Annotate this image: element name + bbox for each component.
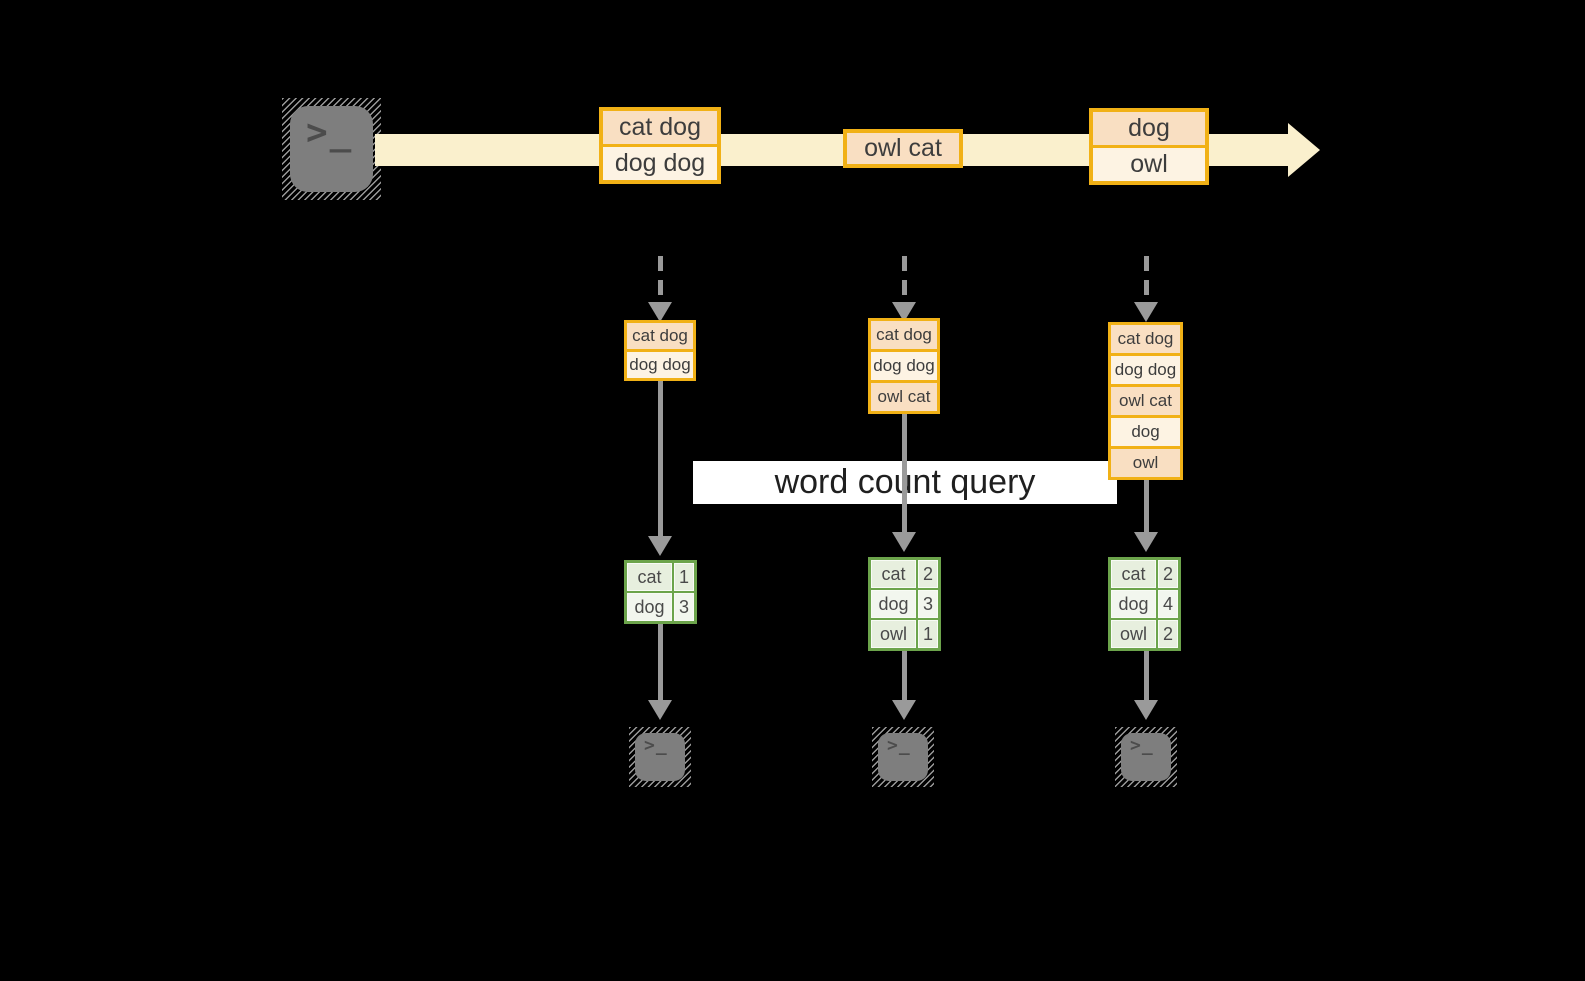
output-arrowhead-1 [648,700,672,720]
record-log-2: cat dog dog dog owl cat [868,318,940,414]
count-cell: 3 [918,590,938,618]
output-arrowhead-3 [1134,700,1158,720]
output-arrowhead-2 [892,700,916,720]
output-arrow-1 [658,624,663,702]
source-terminal-icon: >_ [282,98,381,200]
count-cell: 2 [918,560,938,588]
record-row: owl cat [847,133,959,164]
stream-arrowhead [1288,123,1320,177]
count-cell: 1 [674,563,694,591]
log-row: dog dog [1111,353,1180,384]
record-log-3: cat dog dog dog owl cat dog owl [1108,322,1183,480]
log-row: owl cat [871,380,937,411]
record-row: dog [1093,112,1205,145]
count-table-3: cat 2 dog 4 owl 2 [1108,557,1181,651]
log-row: owl [1111,446,1180,477]
terminal-screen: >_ [1121,733,1171,781]
count-table-1: cat 1 dog 3 [624,560,697,624]
terminal-prompt-glyph: >_ [1130,735,1154,756]
terminal-screen: >_ [878,733,928,781]
count-cell: 2 [1158,620,1178,648]
dashed-arrowhead-3 [1134,302,1158,322]
output-arrow-2 [902,651,907,702]
log-row: dog dog [871,349,937,380]
count-table-2: cat 2 dog 3 owl 1 [868,557,941,651]
log-row: owl cat [1111,384,1180,415]
output-terminal-icon-1: >_ [629,727,691,787]
word-cell: cat [627,563,672,591]
word-cell: dog [871,590,916,618]
stream-record-3: dog owl [1089,108,1209,185]
count-cell: 1 [918,620,938,648]
log-row: dog dog [627,349,693,378]
log-row: cat dog [627,323,693,349]
log-row: cat dog [1111,325,1180,353]
dashed-arrow-3 [1144,256,1149,302]
log-row: cat dog [871,321,937,349]
word-cell: owl [871,620,916,648]
flow-arrowhead-1 [648,536,672,556]
terminal-prompt-glyph: >_ [306,112,354,153]
flow-arrow-2 [902,412,907,534]
count-cell: 2 [1158,560,1178,588]
word-cell: dog [1111,590,1156,618]
flow-arrowhead-3 [1134,532,1158,552]
output-terminal-icon-3: >_ [1115,727,1177,787]
terminal-screen: >_ [635,733,685,781]
terminal-screen: >_ [290,106,373,192]
word-cell: owl [1111,620,1156,648]
terminal-prompt-glyph: >_ [887,735,911,756]
stream-record-1: cat dog dog dog [599,107,721,184]
count-cell: 3 [674,593,694,621]
record-row: cat dog [603,111,717,144]
flow-arrow-1 [658,381,663,538]
dashed-arrow-1 [658,256,663,302]
dashed-arrowhead-2 [892,302,916,322]
output-terminal-icon-2: >_ [872,727,934,787]
word-cell: cat [1111,560,1156,588]
log-row: dog [1111,415,1180,446]
flow-arrowhead-2 [892,532,916,552]
word-cell: cat [871,560,916,588]
record-log-1: cat dog dog dog [624,320,696,381]
stream-record-2: owl cat [843,129,963,168]
dashed-arrowhead-1 [648,302,672,322]
dashed-arrow-2 [902,256,907,302]
terminal-prompt-glyph: >_ [644,735,668,756]
record-row: dog dog [603,144,717,180]
word-cell: dog [627,593,672,621]
output-arrow-3 [1144,651,1149,702]
flow-arrow-3 [1144,480,1149,534]
record-row: owl [1093,145,1205,181]
count-cell: 4 [1158,590,1178,618]
